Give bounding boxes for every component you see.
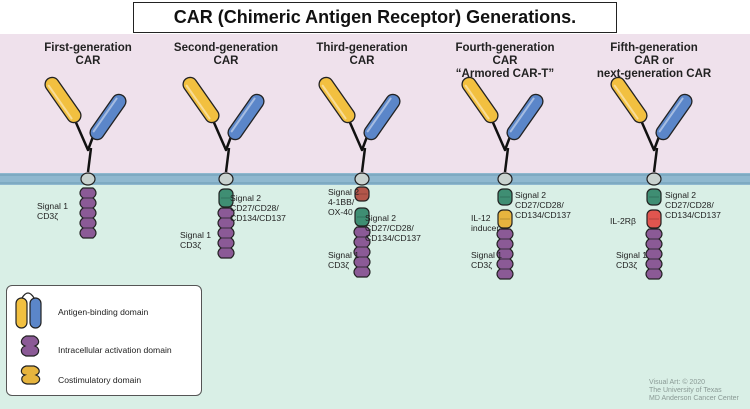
cd3z-domain [645, 228, 663, 280]
cd3z-domain [217, 207, 235, 259]
legend-icons [15, 292, 42, 385]
antigen-binding-domain-yellow [610, 76, 648, 124]
figure-title: CAR (Chimeric Antigen Receptor) Generati… [133, 2, 617, 33]
il2rb-domain [646, 209, 662, 229]
transmembrane-domain [646, 172, 662, 186]
legend-blue-domain-icon [29, 297, 42, 329]
costimulatory-domain [497, 188, 513, 206]
cell-membrane [0, 173, 750, 185]
domain-label: IL-2Rβ [610, 216, 636, 226]
legend-antigen-binding-label: Antigen-binding domain [58, 307, 149, 317]
car-receptor-5 [610, 76, 693, 280]
costimulatory-domain-41bb [354, 186, 370, 202]
hinge-stalk [503, 147, 510, 173]
legend-costimulatory-label: Costimulatory domain [58, 375, 142, 385]
antigen-binding-domain-yellow [461, 76, 499, 124]
legend-intracellular-label: Intracellular activation domain [58, 345, 172, 355]
hinge-stalk [360, 147, 367, 173]
antigen-binding-domain-blue [506, 93, 544, 141]
hinge-stalk [86, 147, 93, 173]
costimulatory-domain [646, 188, 662, 206]
car-receptor-4 [461, 76, 544, 280]
transmembrane-domain [497, 172, 513, 186]
car-receptor-1 [44, 76, 127, 239]
cd3z-domain [79, 187, 97, 239]
antigen-binding-domain-blue [227, 93, 265, 141]
cd3z-domain [353, 226, 371, 278]
legend-linker-icon [21, 292, 35, 299]
antigen-binding-domain-yellow [182, 76, 220, 124]
antigen-binding-domain-yellow [44, 76, 82, 124]
legend-yellow-domain-icon [15, 297, 28, 329]
legend-costimulatory-icon [20, 365, 41, 385]
hinge-stalk [224, 147, 231, 173]
legend-intracellular-icon [20, 335, 40, 357]
antigen-binding-domain-blue [655, 93, 693, 141]
costimulatory-domain [218, 188, 234, 208]
car-receptor-2 [182, 76, 265, 259]
transmembrane-domain [218, 172, 234, 186]
antigen-binding-domain-blue [89, 93, 127, 141]
transmembrane-domain [354, 172, 370, 186]
car-receptor-3 [318, 76, 401, 278]
hinge-stalk [652, 147, 659, 173]
antigen-binding-domain-yellow [318, 76, 356, 124]
costimulatory-domain [354, 207, 370, 227]
cd3z-domain [496, 228, 514, 280]
image-credit: Visual Art: © 2020 The University of Tex… [649, 379, 739, 402]
transmembrane-domain [80, 172, 96, 186]
il12-inducer-domain [497, 209, 513, 229]
antigen-binding-domain-blue [363, 93, 401, 141]
